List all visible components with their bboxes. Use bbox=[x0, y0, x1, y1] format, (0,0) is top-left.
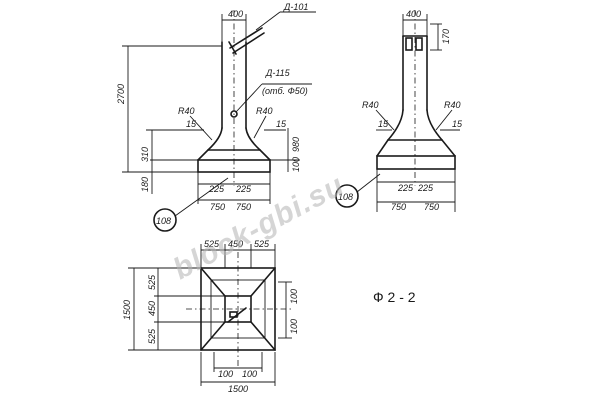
height-total-label: 2700 bbox=[116, 84, 126, 105]
r-dim-170-label: 170 bbox=[441, 29, 451, 44]
plan-side-525-bottom: 525 bbox=[147, 328, 157, 344]
r-mark-leader bbox=[356, 173, 381, 193]
plan-bottom-100-left: 100 bbox=[218, 369, 233, 379]
fillet-right bbox=[245, 127, 261, 151]
slope-left-label: 15 bbox=[186, 119, 197, 129]
right-elevation: 400 170 R40 R40 15 15 225 225 750 750 10… bbox=[335, 9, 463, 212]
radius-right-label: R40 bbox=[256, 106, 273, 116]
plan-bottom-total: 1500 bbox=[228, 384, 248, 394]
plan-diag-br bbox=[250, 321, 276, 351]
left-elevation: 400 Д-101 Д-115 (отб. Ф50) R40 R40 15 15… bbox=[116, 2, 316, 232]
plan-side-total: 1500 bbox=[122, 300, 132, 320]
top-width-label: 400 bbox=[228, 9, 243, 19]
r-radius-left-leader bbox=[375, 109, 395, 131]
dim-750-right: 750 bbox=[236, 202, 251, 212]
plan-right-100-bottom: 100 bbox=[289, 319, 299, 334]
r-dim-225-right: 225 bbox=[417, 183, 434, 193]
plan-bottom-100-right: 100 bbox=[242, 369, 257, 379]
callout-top-text: Д-101 bbox=[283, 2, 308, 12]
r-base-slab bbox=[376, 155, 456, 170]
dim-750-left: 750 bbox=[210, 202, 225, 212]
r-slope-right-label: 15 bbox=[452, 119, 463, 129]
mark-label: 108 bbox=[156, 216, 171, 226]
mark-circle bbox=[153, 208, 177, 232]
callout-mid-text-2: (отб. Ф50) bbox=[262, 86, 308, 96]
callout-top-leader bbox=[255, 11, 281, 31]
plan-top-450: 450 bbox=[228, 239, 243, 249]
mark-leader bbox=[174, 177, 229, 217]
r-loop-left bbox=[405, 37, 413, 51]
callout-mid-text-1: Д-115 bbox=[265, 68, 291, 78]
height-100-label: 100 bbox=[291, 157, 301, 172]
r-radius-right-leader bbox=[435, 109, 453, 131]
plan-side-525-top: 525 bbox=[147, 274, 157, 290]
r-dim-225-left: 225 bbox=[397, 183, 414, 193]
r-loop-right bbox=[415, 37, 423, 51]
plan-diag-tl bbox=[200, 267, 226, 297]
plan-right-100-top: 100 bbox=[289, 289, 299, 304]
plan-diag-bl bbox=[200, 321, 226, 351]
slope-right bbox=[259, 149, 271, 161]
plan-view: 525 450 525 1500 525 450 525 100 100 100… bbox=[122, 239, 299, 394]
loop-base bbox=[228, 41, 237, 55]
r-fillet-right bbox=[426, 109, 443, 141]
r-mark-label: 108 bbox=[338, 192, 353, 202]
height-180-label: 180 bbox=[140, 177, 150, 192]
height-980-label: 980 bbox=[291, 137, 301, 152]
fillet-left bbox=[207, 127, 223, 151]
radius-left-label: R40 bbox=[178, 106, 195, 116]
r-dim-750-right: 750 bbox=[424, 202, 439, 212]
lifting-loop-2 bbox=[232, 32, 265, 54]
hole-marker bbox=[230, 110, 238, 118]
callout-mid-leader bbox=[235, 83, 263, 113]
plan-insert-bar bbox=[227, 307, 247, 323]
slope-right-label: 15 bbox=[276, 119, 287, 129]
slope-left bbox=[197, 149, 209, 161]
dim-225-right: 225 bbox=[235, 184, 252, 194]
height-310-label: 310 bbox=[140, 147, 150, 162]
plan-top-525-left: 525 bbox=[204, 239, 220, 249]
radius-left-leader bbox=[189, 115, 213, 141]
radius-right-leader bbox=[253, 115, 267, 139]
plan-top-525-right: 525 bbox=[254, 239, 270, 249]
r-dim-750-left: 750 bbox=[391, 202, 406, 212]
r-radius-right-label: R40 bbox=[444, 100, 461, 110]
r-slope-right bbox=[441, 139, 456, 157]
r-fillet-left bbox=[387, 109, 404, 141]
plan-side-450: 450 bbox=[147, 301, 157, 316]
r-top-width-label: 400 bbox=[406, 9, 421, 19]
drawing-label: Ф 2 - 2 bbox=[373, 289, 416, 305]
plan-diag-tr bbox=[250, 267, 276, 297]
r-slope-left-label: 15 bbox=[378, 119, 389, 129]
r-radius-left-label: R40 bbox=[362, 100, 379, 110]
dim-225-left: 225 bbox=[208, 184, 225, 194]
r-slope-left bbox=[376, 139, 389, 157]
r-mark-circle bbox=[335, 184, 359, 208]
